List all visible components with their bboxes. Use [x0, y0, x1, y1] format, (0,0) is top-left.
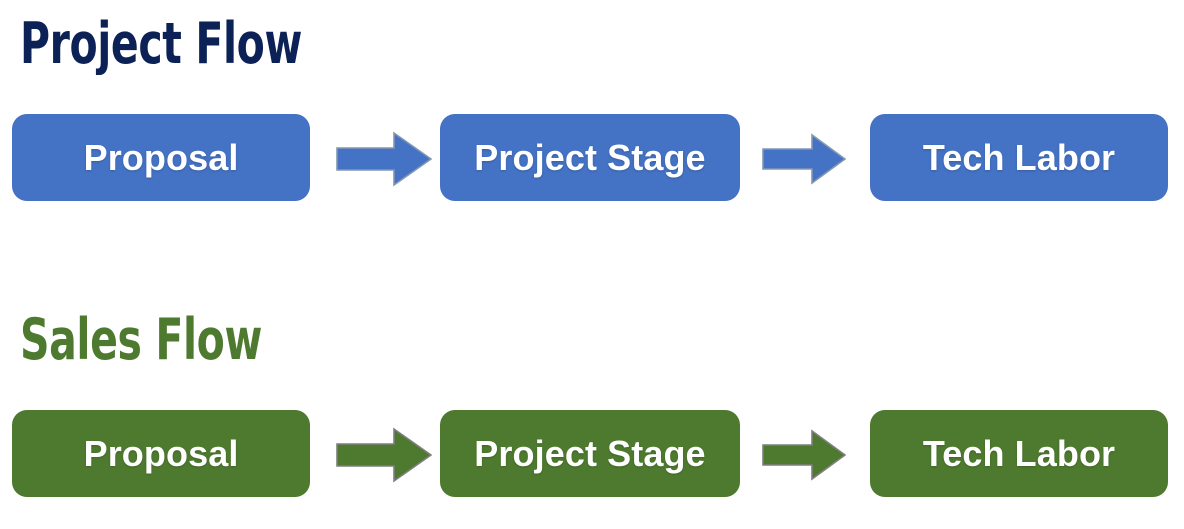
- sales-flow-arrow-right-icon-1: [336, 427, 432, 483]
- project-flow-box-tech-labor[interactable]: Tech Labor: [870, 114, 1168, 201]
- sales-flow-box-proposal-label: Proposal: [83, 432, 239, 474]
- project-flow-box-tech-labor-label: Tech Labor: [922, 136, 1116, 178]
- project-flow-box-proposal[interactable]: Proposal: [12, 114, 310, 201]
- project-flow-section: Project Flow Proposal Project Stage Tech…: [0, 11, 1184, 204]
- project-flow-box-proposal-label: Proposal: [83, 136, 239, 178]
- sales-flow-box-proposal[interactable]: Proposal: [12, 410, 310, 497]
- sales-flow-box-tech-labor-label: Tech Labor: [922, 432, 1116, 474]
- sales-flow-box-project-stage-label: Project Stage: [474, 432, 706, 474]
- sales-flow-title: Sales Flow: [20, 307, 262, 373]
- project-flow-box-project-stage-label: Project Stage: [474, 136, 706, 178]
- sales-flow-row: Proposal Project Stage Tech Labor: [0, 410, 1184, 500]
- project-flow-title: Project Flow: [20, 11, 302, 77]
- sales-flow-section: Sales Flow Proposal Project Stage Tech L…: [0, 296, 1184, 529]
- sales-flow-box-tech-labor[interactable]: Tech Labor: [870, 410, 1168, 497]
- project-flow-box-project-stage[interactable]: Project Stage: [440, 114, 740, 201]
- sales-flow-box-project-stage[interactable]: Project Stage: [440, 410, 740, 497]
- project-flow-row: Proposal Project Stage Tech Labor: [0, 114, 1184, 204]
- sales-flow-arrow-right-icon-2: [762, 429, 846, 481]
- project-flow-arrow-right-icon-1: [336, 131, 432, 187]
- project-flow-arrow-right-icon-2: [762, 133, 846, 185]
